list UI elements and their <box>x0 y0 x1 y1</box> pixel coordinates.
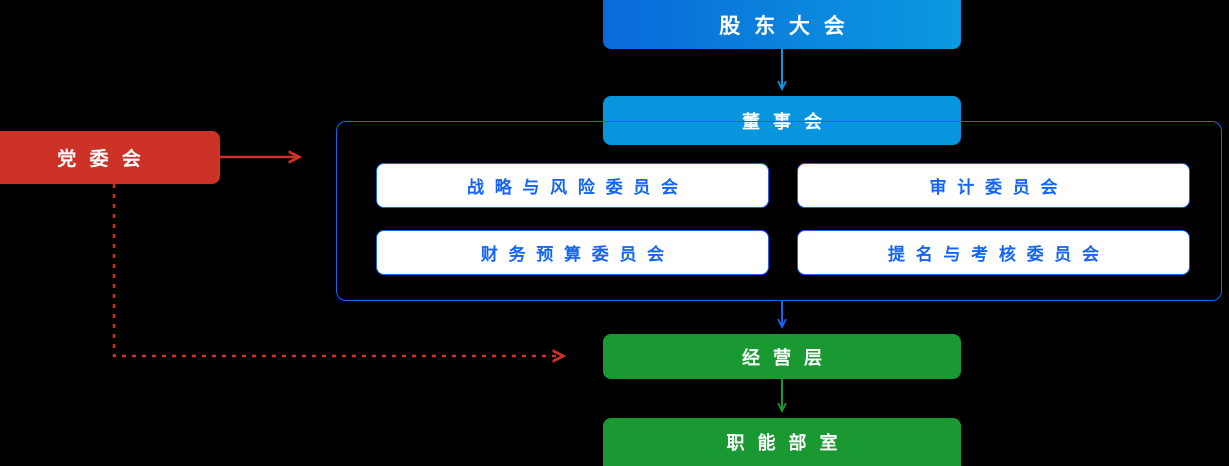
node-nomination-appraisal-committee[interactable]: 提 名 与 考 核 委 员 会 <box>797 230 1190 275</box>
node-audit-committee[interactable]: 审 计 委 员 会 <box>797 163 1190 208</box>
node-board-of-directors[interactable]: 董 事 会 <box>603 96 961 145</box>
node-shareholders-meeting[interactable]: 股 东 大 会 <box>603 0 961 49</box>
node-management-layer[interactable]: 经 营 层 <box>603 334 961 379</box>
node-functional-departments[interactable]: 职 能 部 室 <box>603 418 961 466</box>
node-finance-budget-committee[interactable]: 财 务 预 算 委 员 会 <box>376 230 769 275</box>
node-strategy-risk-committee[interactable]: 战 略 与 风 险 委 员 会 <box>376 163 769 208</box>
node-party-committee[interactable]: 党 委 会 <box>0 131 220 184</box>
committee-container <box>336 121 1222 301</box>
